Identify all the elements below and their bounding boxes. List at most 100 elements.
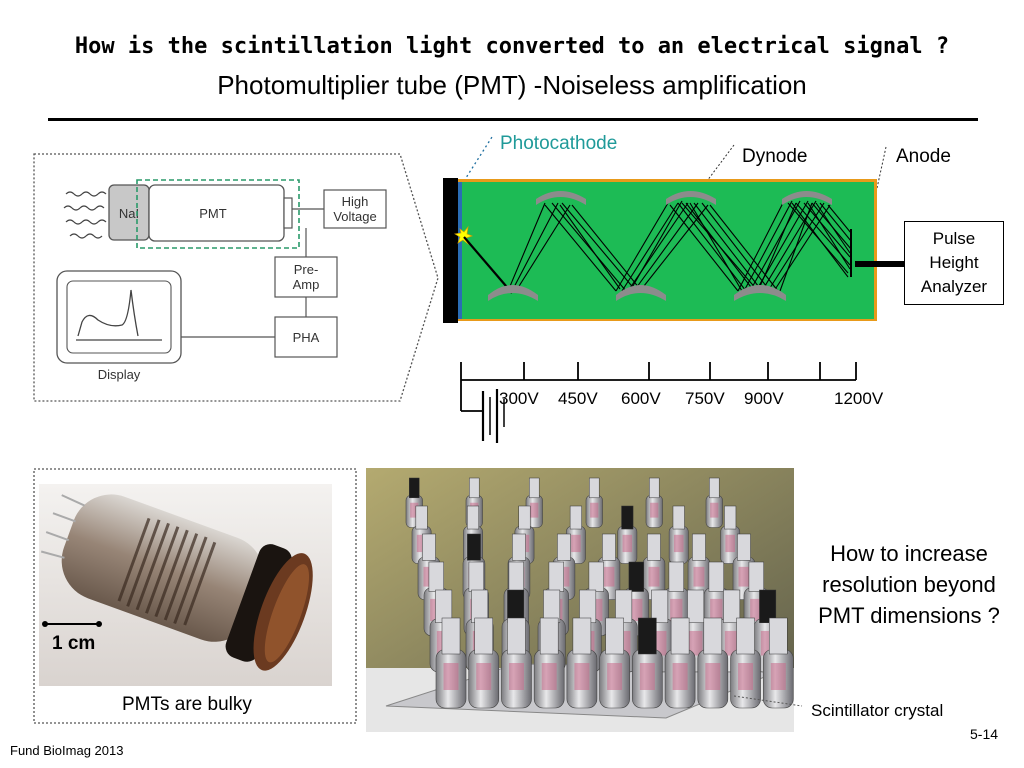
pmt-tube-cap (638, 617, 657, 655)
pmt-tube-cap (507, 617, 526, 655)
pmt-tube-cap (539, 617, 559, 655)
pmt-highlight (136, 179, 300, 249)
resolution-question: How to increase resolution beyond PMT di… (818, 541, 1000, 628)
slide-subtitle: Photomultiplier tube (PMT) -Noiseless am… (217, 70, 807, 100)
pmt-tube-cap (649, 477, 660, 499)
dynode-5 (734, 285, 786, 301)
photocathode-pointer (463, 136, 493, 182)
pmt-tube-dynode-glow (710, 502, 719, 518)
dynode-label: Dynode (742, 146, 808, 167)
pmt-tube-cap (709, 477, 720, 499)
pmt-tube-cap (672, 505, 685, 530)
pmt-array (405, 477, 794, 709)
pha-line-3: Analyzer (920, 277, 988, 296)
pmt-tube-cap (572, 617, 592, 655)
pmt-tube-dynode-glow (590, 502, 599, 518)
pmt-tube-dynode-glow (443, 663, 459, 690)
dynode-6 (782, 191, 832, 205)
pmt-tube-dynode-glow (650, 502, 659, 518)
high-voltage-label-2: Voltage (333, 209, 376, 224)
scale-bar-label: 1 cm (52, 633, 96, 654)
photon-flash-icon (454, 225, 474, 246)
pmt-tube-cap (557, 533, 571, 561)
pha-line-1: Pulse (932, 229, 976, 248)
voltage-300: 300V (499, 389, 539, 408)
pmt-array-photo (366, 468, 794, 732)
pmt-tube-cap (428, 561, 444, 592)
pmt-tube-cap (769, 617, 788, 655)
pmt-tube-dynode-glow (738, 566, 750, 587)
display-label: Display (98, 367, 141, 382)
crystal-pointer (733, 695, 803, 707)
pmt-tube-cap (748, 561, 764, 592)
pmt-tube-cap (724, 505, 737, 530)
voltage-450: 450V (558, 389, 598, 408)
dynode-3 (616, 285, 666, 301)
pmt-tube-dynode-glow (558, 566, 570, 587)
pmt-tube-cap (602, 533, 616, 561)
pmt-tube-dynode-glow (648, 566, 660, 587)
pmt-tube-cap (668, 561, 684, 592)
pmt-tube-dynode-glow (672, 663, 688, 690)
pmt-tube-dynode-glow (571, 534, 581, 553)
pha-label: PHA (293, 330, 320, 345)
pulse-height-analyzer: Pulse Height Analyzer (904, 221, 1004, 305)
pmt-tube-cap (670, 617, 690, 655)
pmt-tube-cap (409, 477, 420, 499)
photocathode-window (443, 178, 458, 323)
pmt-tube-dynode-glow (670, 598, 683, 622)
pmt-tube-cap (588, 561, 604, 592)
pmt-tube-cap (708, 561, 724, 592)
pmt-tube-dynode-glow (725, 534, 735, 553)
pmt-tube-dynode-glow (574, 663, 590, 690)
pmt-tube-cap (723, 589, 741, 624)
voltage-divider (460, 362, 857, 443)
pmt-tube-cap (589, 477, 600, 499)
pmt-tube-dynode-glow (541, 663, 557, 690)
pmt-tube-cap (687, 589, 705, 624)
pmt-tube-cap (512, 533, 526, 561)
pmt-tube-dynode-glow (622, 534, 633, 553)
pmt-tube-dynode-glow (688, 630, 703, 656)
pmt-tube-cap (467, 505, 480, 530)
pmt-tube-cap (651, 589, 669, 624)
pmt-tube-cap (422, 533, 436, 561)
pmt-tube-dynode-glow (770, 663, 786, 690)
photocathode-label: Photocathode (500, 133, 617, 154)
pmt-photo (39, 484, 332, 686)
pmt-tube-dynode-glow (508, 663, 524, 690)
pmt-tube-cap (736, 617, 755, 655)
block-diagram-frame (33, 153, 439, 402)
anode-label: Anode (896, 146, 951, 167)
pmt-photo-frame (33, 468, 357, 724)
pmt-tube-cap (628, 561, 644, 592)
pmt-tube-cap (692, 533, 706, 561)
pmt-tube-cap (415, 505, 428, 530)
pmt-photo-caption: PMTs are bulky (122, 694, 252, 715)
pmt-tube-cap (529, 477, 540, 499)
pmt-tube-cap (468, 561, 484, 592)
pmt-tube-cap (605, 617, 624, 655)
pha-line-2: Height (929, 253, 979, 272)
pmt-tube-cap (759, 589, 777, 624)
footer-course: Fund BioImag 2013 (10, 743, 124, 758)
pmt-tube-dynode-glow (410, 502, 419, 518)
pmt-tube-dynode-glow (603, 566, 615, 587)
high-voltage-box (323, 189, 387, 229)
pmt-tube-cap (467, 533, 481, 561)
pmt-tube-cap (508, 561, 524, 592)
pmt-tube-dynode-glow (416, 534, 427, 553)
electron-paths (463, 200, 852, 294)
voltage-900: 900V (744, 389, 784, 408)
pmt-tube-dynode-glow (530, 502, 539, 518)
pmt-tube-cap (703, 617, 723, 655)
title-divider (48, 118, 978, 121)
pmt-tube-dynode-glow (724, 630, 739, 656)
page-number: 5-14 (970, 726, 999, 742)
spectrum-curve (76, 289, 162, 341)
pmt-tube-cap (474, 617, 493, 655)
preamp-label-2: Amp (293, 277, 320, 292)
dynodes (488, 191, 832, 301)
scintillator-crystal-caption: Scintillator crystal (811, 701, 944, 720)
pmt-tube-cap (621, 505, 634, 530)
